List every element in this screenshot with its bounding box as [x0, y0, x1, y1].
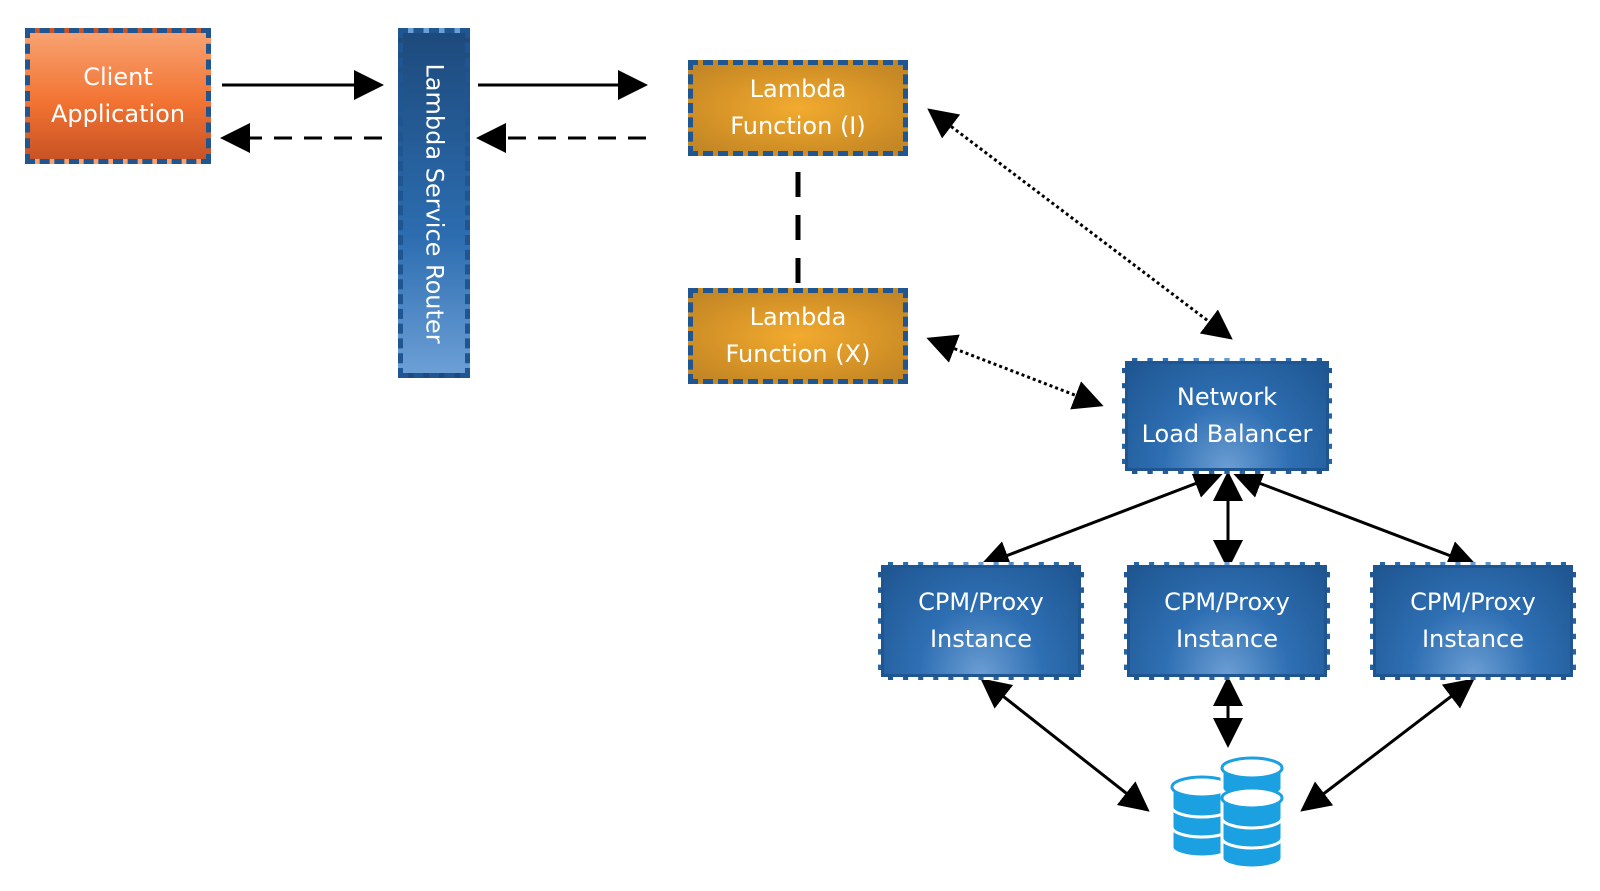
lambda-service-router-node: Lambda Service Router — [398, 28, 470, 378]
client-application-label: Client Application — [50, 63, 186, 128]
network-load-balancer-node: Network Load Balancer — [1122, 358, 1332, 474]
lambda-function-i-node: Lambda Function (I) — [688, 60, 908, 156]
cpm-proxy-instance-node-2: CPM/Proxy Instance — [1124, 562, 1330, 680]
cpm-proxy-instance-label-3: CPM/Proxy Instance — [1410, 588, 1536, 653]
arrow-cpm1-db — [980, 678, 1150, 812]
client-application-node: Client Application — [25, 28, 211, 164]
arrow-lambda-i-nlb — [927, 108, 1233, 340]
cpm-proxy-instance-node-3: CPM/Proxy Instance — [1370, 562, 1576, 680]
network-load-balancer-label: Network Load Balancer — [1141, 383, 1313, 448]
arrow-nlb-cpm3 — [1232, 469, 1478, 570]
lambda-function-x-node: Lambda Function (X) — [688, 288, 908, 384]
lambda-service-router-label: Lambda Service Router — [420, 62, 449, 344]
cpm-proxy-instance-node-1: CPM/Proxy Instance — [878, 562, 1084, 680]
database-icon — [1170, 756, 1284, 870]
arrow-nlb-cpm1 — [979, 469, 1224, 570]
cpm-proxy-instance-label-2: CPM/Proxy Instance — [1164, 588, 1290, 653]
arrow-lambda-x-nlb — [926, 334, 1104, 410]
cpm-proxy-instance-label-1: CPM/Proxy Instance — [918, 588, 1044, 653]
lambda-function-x-label: Lambda Function (X) — [725, 303, 871, 368]
lambda-function-i-label: Lambda Function (I) — [730, 75, 866, 140]
arrow-cpm3-db — [1300, 678, 1475, 812]
